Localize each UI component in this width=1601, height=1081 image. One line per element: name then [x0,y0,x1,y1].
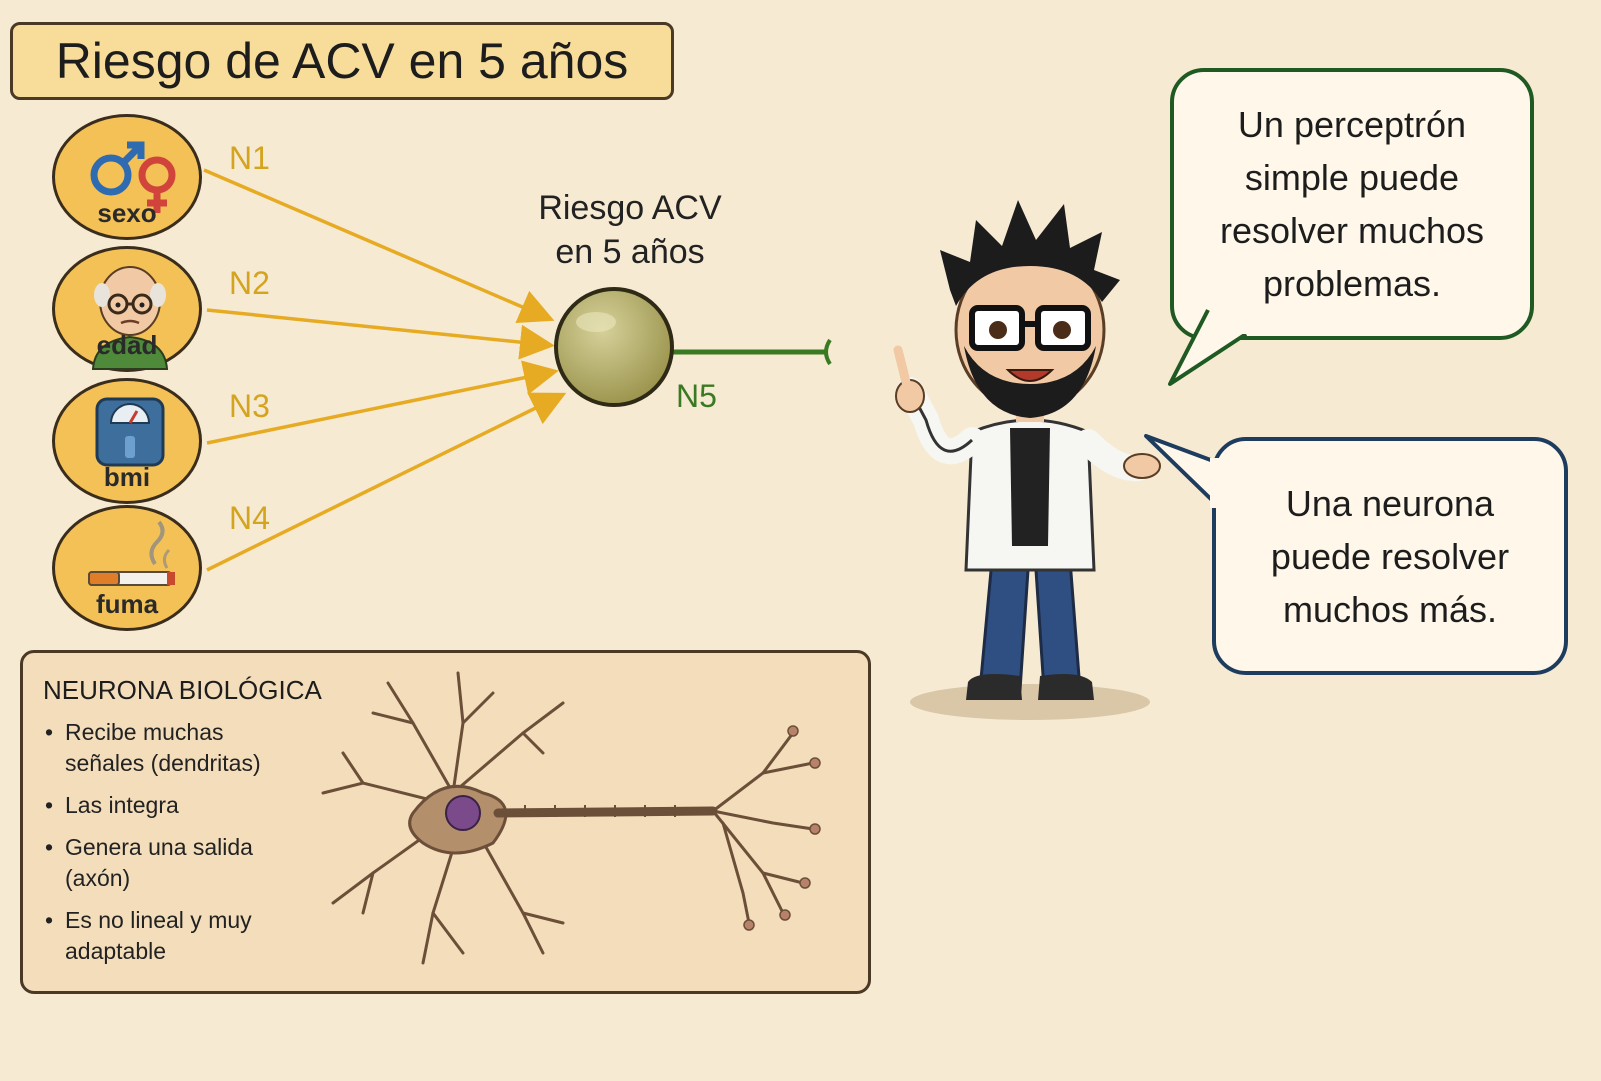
output-neuron-icon [554,287,674,407]
bubble-top-line-1: Un perceptrón [1237,104,1467,145]
bio-list-item: Es no lineal y muy adaptable [43,905,293,967]
input-label-bmi: bmi [103,462,151,492]
bio-list: Recibe muchas señales (dendritas) Las in… [43,717,293,978]
output-title: Riesgo ACV en 5 años [510,186,750,274]
perceptron-connections [203,168,832,572]
scale-icon [95,397,165,467]
bio-heading: NEURONA BIOLÓGICA [43,675,322,705]
speech-bubble-top-tail [1168,309,1248,386]
bubble-top-line-3: resolver muchos [1219,210,1485,251]
speech-bubble-top: Un perceptrón simple puede resolver much… [1170,68,1534,340]
input-label-edad: edad [96,330,158,360]
bubble-bottom-line-3: muchos más. [1282,588,1498,630]
biological-neuron-panel: NEURONA BIOLÓGICA Recibe muchas señales … [20,650,871,994]
bio-list-item: Las integra [43,790,293,821]
bubble-bottom-line-1: Una neurona [1285,482,1495,524]
bio-item-2-line1: Las integra [65,792,179,818]
bio-list-item: Genera una salida (axón) [43,832,293,894]
gender-icon [90,141,176,213]
arrow-n3 [206,360,559,445]
input-node-edad: edad [52,246,202,372]
output-line-end [824,338,832,366]
input-node-bmi: bmi [52,378,202,504]
weight-label-n1: N1 [229,140,270,176]
arrow-n2 [206,308,555,360]
input-node-fuma: fuma [52,505,202,631]
arrow-n1 [203,168,555,324]
bio-item-3-line1: Genera una salida [65,834,253,860]
bubble-bottom-line-2: puede resolver [1270,535,1510,577]
input-label-fuma: fuma [95,589,159,619]
bubble-top-line-2: simple puede [1244,157,1460,198]
bio-item-4-line2: adaptable [65,938,167,964]
cigarette-icon [88,520,175,586]
weight-label-n2: N2 [229,265,270,301]
bio-item-1-line2: señales (dendritas) [65,750,261,776]
biological-neuron-icon [321,671,821,965]
bio-item-4-line1: Es no lineal y muy [65,907,252,933]
output-label-n5: N5 [676,378,717,414]
bio-item-3-line2: (axón) [65,865,131,891]
bio-list-item: Recibe muchas señales (dendritas) [43,717,293,779]
speech-bubble-bottom: Una neurona puede resolver muchos más. [1212,437,1568,675]
page-title: Riesgo de ACV en 5 años [55,33,629,89]
input-node-sexo: sexo [52,114,202,240]
weight-label-n4: N4 [229,500,270,536]
input-label-sexo: sexo [97,198,157,228]
output-title-line2: en 5 años [555,233,705,271]
arrow-n4 [206,392,567,572]
speech-bubble-bottom-tail [1144,434,1224,508]
elderly-man-icon [91,266,169,370]
weight-label-n3: N3 [229,388,270,424]
bio-item-1-line1: Recibe muchas [65,719,224,745]
output-title-line1: Riesgo ACV [538,189,722,227]
title-box: Riesgo de ACV en 5 años [10,22,674,100]
bubble-top-line-4: problemas. [1262,263,1442,304]
scientist-character-icon [893,200,1161,720]
